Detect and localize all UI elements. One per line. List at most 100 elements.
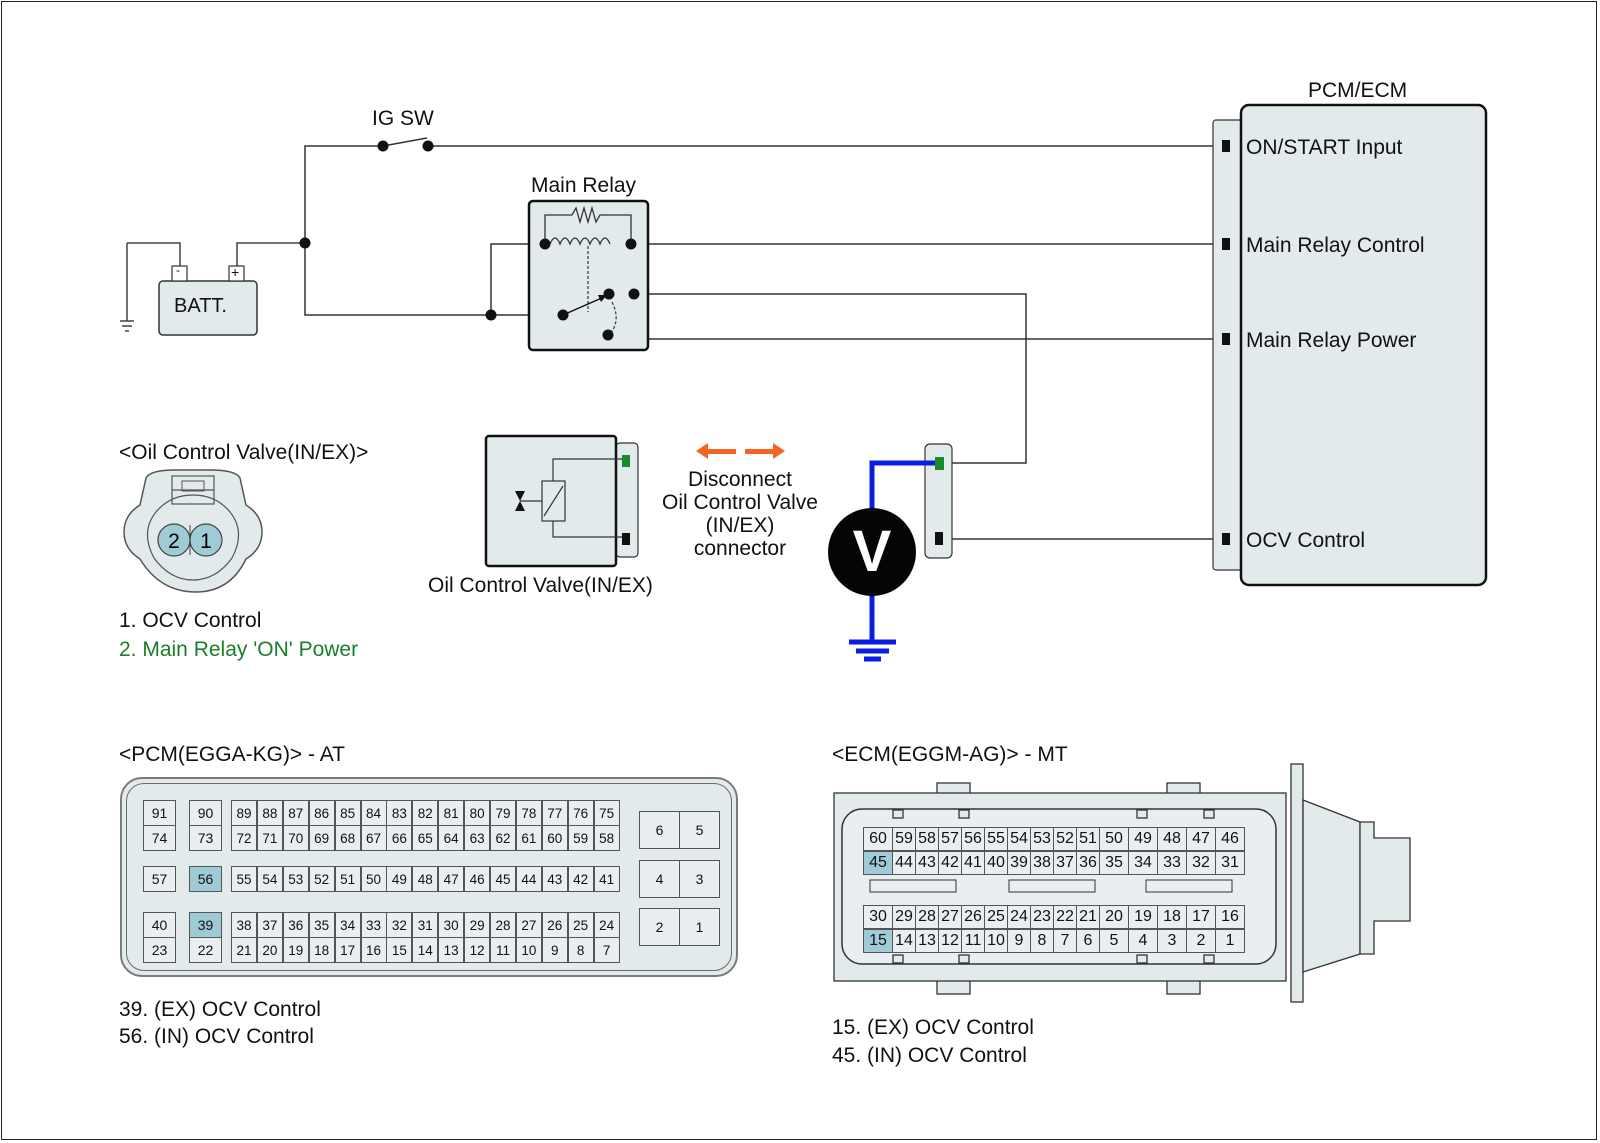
connector-pin-20: 20: [1099, 905, 1129, 929]
connector-pin-2: 2: [1186, 929, 1216, 953]
battery-positive-terminal: +: [231, 264, 240, 280]
ocv-connector-face: 2 1: [123, 469, 263, 593]
connector-pin-5: 5: [1099, 929, 1129, 953]
connector-pin-6: 6: [639, 811, 680, 849]
main-relay-label: Main Relay: [531, 174, 637, 197]
connector-pin-36: 36: [282, 912, 309, 938]
connector-pin-3: 3: [679, 860, 720, 898]
battery-label: BATT.: [174, 295, 227, 317]
connector-pin-37: 37: [256, 912, 283, 938]
connector-pin-75: 75: [593, 800, 620, 826]
connector-pin-47: 47: [1186, 827, 1216, 851]
pcm-legend-item: 56. (IN) OCV Control: [119, 1025, 314, 1048]
connector-pin-60: 60: [541, 825, 568, 851]
ig-switch-label: IG SW: [372, 107, 434, 130]
connector-pin-16: 16: [360, 937, 387, 963]
connector-pin-30: 30: [438, 912, 465, 938]
ecm-connector-title: <ECM(EGGM-AG)> - MT: [832, 743, 1068, 766]
connector-pin-55: 55: [231, 866, 257, 892]
module-title: PCM/ECM: [1308, 79, 1408, 102]
connector-pin-52: 52: [1053, 827, 1077, 851]
connector-pin-8: 8: [567, 937, 594, 963]
connector-pin-59: 59: [892, 827, 916, 851]
wire-main-relay-power: [633, 294, 1225, 340]
connector-pin-89: 89: [231, 800, 257, 826]
wire-relay-switch-feed: [304, 243, 563, 316]
connector-pin-18: 18: [308, 937, 335, 963]
connector-pin-49: 49: [1128, 827, 1158, 851]
connector-pin-23: 23: [143, 937, 176, 963]
connector-pin-1: 1: [679, 908, 720, 946]
connector-pin-34: 34: [334, 912, 361, 938]
battery: [158, 265, 258, 336]
connector-pin-84: 84: [360, 800, 387, 826]
connector-pin-17: 17: [1186, 905, 1216, 929]
connector-pin-83: 83: [386, 800, 413, 826]
main-relay: [527, 199, 650, 352]
connector-pin-12: 12: [938, 929, 962, 953]
connector-pin-48: 48: [412, 866, 439, 892]
pin-label-ocv-control: OCV Control: [1246, 529, 1366, 552]
connector-pin-50: 50: [360, 866, 387, 892]
disconnect-note-line: connector: [693, 537, 787, 560]
connector-pin-44: 44: [892, 851, 916, 875]
connector-pin-39: 39: [189, 912, 222, 938]
disconnect-note: Disconnect Oil Control Valve (IN/EX) con…: [650, 468, 830, 560]
connector-pin-57: 57: [143, 866, 176, 892]
connector-pin-33: 33: [360, 912, 387, 938]
connector-pin-31: 31: [1215, 851, 1245, 875]
connector-pin-45: 45: [863, 851, 893, 875]
ocv-legend-item: 1. OCV Control: [119, 609, 262, 632]
connector-pin-85: 85: [334, 800, 361, 826]
connector-pin-38: 38: [231, 912, 257, 938]
connector-pin-4: 4: [639, 860, 680, 898]
ig-switch: [377, 137, 434, 152]
connector-pin-45: 45: [490, 866, 516, 892]
connector-pin-6: 6: [1076, 929, 1100, 953]
connector-pin-68: 68: [334, 825, 361, 851]
connector-pin-10: 10: [515, 937, 542, 963]
connector-pin-58: 58: [915, 827, 939, 851]
connector-pin-12: 12: [464, 937, 491, 963]
pcm-connector-inner: [126, 783, 732, 971]
connector-pin-19: 19: [282, 937, 309, 963]
connector-pin-49: 49: [386, 866, 413, 892]
connector-pin-90: 90: [189, 800, 222, 826]
junction-dot: [485, 309, 497, 321]
connector-pin-10: 10: [984, 929, 1008, 953]
connector-pin-40: 40: [143, 912, 176, 938]
connector-pin-71: 71: [256, 825, 283, 851]
pcm-legend-item: 39. (EX) OCV Control: [119, 998, 321, 1021]
connector-pin-73: 73: [189, 825, 222, 851]
connector-pin-51: 51: [334, 866, 361, 892]
voltmeter-icon[interactable]: V: [828, 508, 916, 596]
connector-pin-50: 50: [1099, 827, 1129, 851]
pin-label-on-start-input: ON/START Input: [1246, 136, 1403, 159]
disconnect-note-line: Oil Control Valve: [661, 491, 818, 514]
connector-pin-9: 9: [1007, 929, 1031, 953]
pcm-ecm-module: [1212, 103, 1488, 587]
connector-pin-56: 56: [961, 827, 985, 851]
disconnect-note-line: (IN/EX): [705, 514, 775, 537]
battery-wires: [127, 242, 305, 266]
connector-pin-51: 51: [1076, 827, 1100, 851]
connector-pin-52: 52: [308, 866, 335, 892]
connector-pin-63: 63: [464, 825, 491, 851]
connector-pin-57: 57: [938, 827, 962, 851]
ocv-pin-2: 2: [168, 530, 180, 553]
connector-pin-60: 60: [863, 827, 893, 851]
wire-ocv-power: [634, 293, 1027, 464]
connector-pin-27: 27: [938, 905, 962, 929]
connector-pin-3: 3: [1157, 929, 1187, 953]
connector-pin-17: 17: [334, 937, 361, 963]
ecm-legend-item: 15. (EX) OCV Control: [832, 1016, 1034, 1039]
ocv-legend-item-power: 2. Main Relay 'ON' Power: [119, 638, 359, 661]
ocv-component-label: Oil Control Valve(IN/EX): [428, 574, 653, 597]
connector-pin-64: 64: [438, 825, 465, 851]
connector-pin-46: 46: [464, 866, 491, 892]
connector-pin-62: 62: [490, 825, 516, 851]
connector-pin-42: 42: [938, 851, 962, 875]
connector-pin-79: 79: [490, 800, 516, 826]
connector-pin-20: 20: [256, 937, 283, 963]
connector-pin-31: 31: [412, 912, 439, 938]
